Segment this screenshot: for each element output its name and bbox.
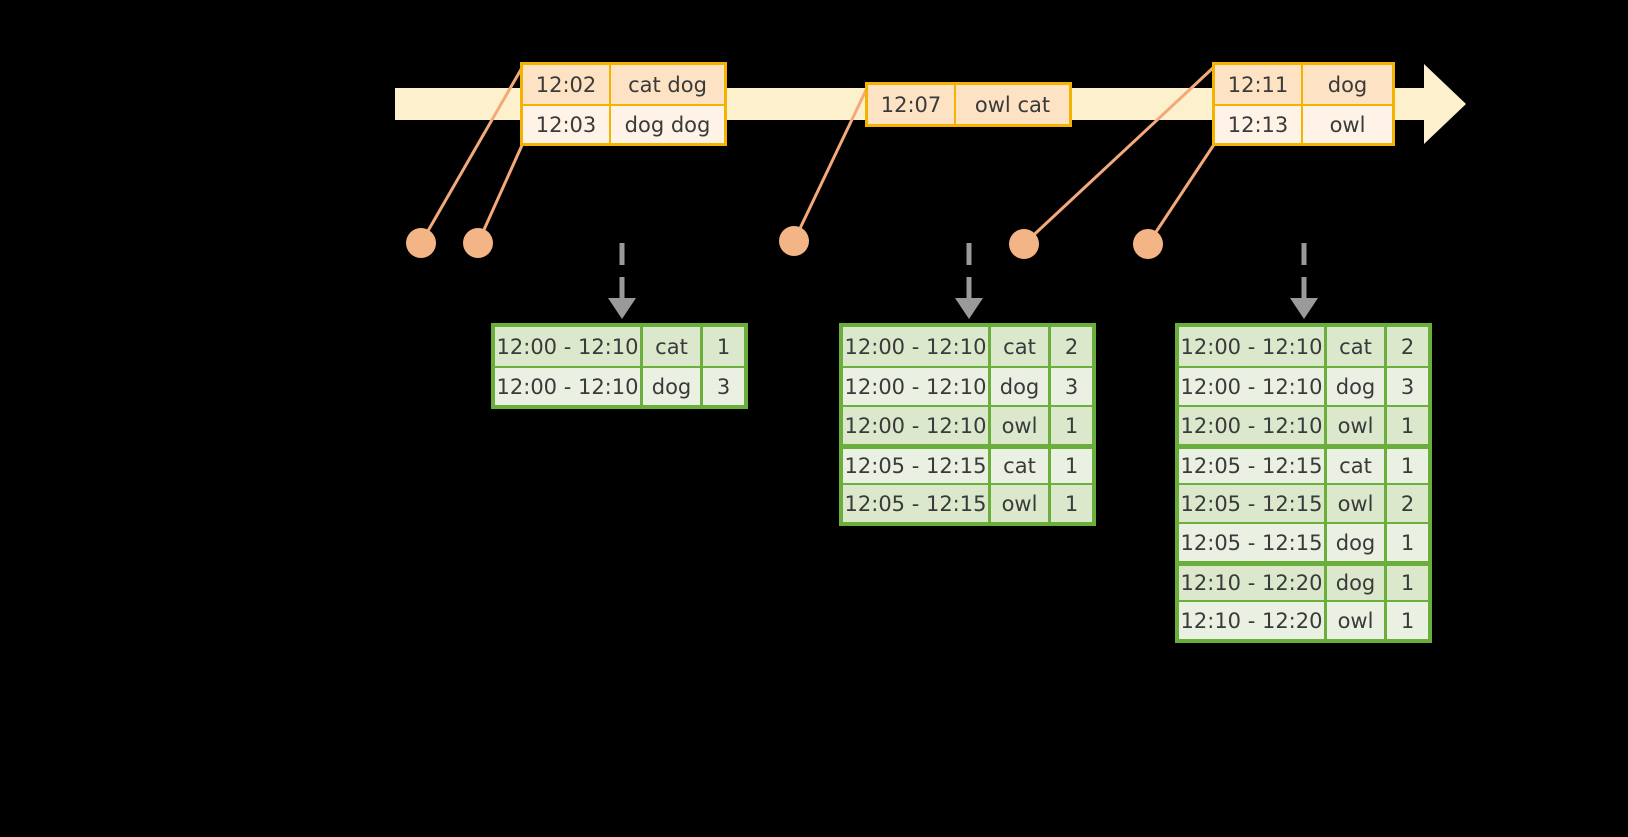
event-dot-12-02 xyxy=(406,228,436,258)
cell-window: 12:00 - 12:10 xyxy=(495,368,643,405)
cell-window: 12:05 - 12:15 xyxy=(843,449,991,483)
cell-key: owl xyxy=(991,407,1051,444)
connector-line-12-13 xyxy=(1146,142,1217,245)
cell-window: 12:00 - 12:10 xyxy=(495,327,643,366)
cell-window: 12:00 - 12:10 xyxy=(843,368,991,405)
cell-window: 12:00 - 12:10 xyxy=(1179,368,1327,405)
cell-window: 12:00 - 12:10 xyxy=(843,327,991,366)
cell-key: owl xyxy=(1327,407,1387,444)
event-dot-12-11 xyxy=(1009,229,1039,259)
event-words: cat dog xyxy=(611,65,724,104)
dashed-arrow-to-table-1 xyxy=(608,243,636,319)
event-dot-12-03 xyxy=(463,228,493,258)
cell-key: dog xyxy=(643,368,703,405)
cell-count: 3 xyxy=(1387,368,1428,405)
cell-window: 12:05 - 12:15 xyxy=(843,485,991,522)
cell-count: 3 xyxy=(703,368,744,405)
cell-key: dog xyxy=(1327,524,1387,561)
cell-count: 2 xyxy=(1387,327,1428,366)
cell-window: 12:00 - 12:10 xyxy=(1179,327,1327,366)
cell-key: owl xyxy=(1327,485,1387,522)
cell-count: 1 xyxy=(1387,524,1428,561)
cell-window: 12:10 - 12:20 xyxy=(1179,566,1327,600)
cell-window: 12:10 - 12:20 xyxy=(1179,602,1327,639)
event-time: 12:11 xyxy=(1215,65,1303,104)
connector-line-12-03 xyxy=(476,142,525,244)
event-time: 12:02 xyxy=(523,65,611,104)
cell-key: cat xyxy=(991,327,1051,366)
event-words: dog dog xyxy=(611,106,724,143)
cell-key: cat xyxy=(1327,449,1387,483)
event-dot-12-07 xyxy=(779,226,809,256)
event-words: dog xyxy=(1303,65,1392,104)
cell-key: owl xyxy=(991,485,1051,522)
cell-key: owl xyxy=(1327,602,1387,639)
cell-window: 12:05 - 12:15 xyxy=(1179,485,1327,522)
cell-key: dog xyxy=(1327,368,1387,405)
event-dot-12-13 xyxy=(1133,229,1163,259)
event-words: owl xyxy=(1303,106,1392,143)
event-words: owl cat xyxy=(956,85,1069,124)
cell-key: cat xyxy=(643,327,703,366)
event-time: 12:13 xyxy=(1215,106,1303,143)
dashed-arrow-to-table-2 xyxy=(955,243,983,319)
cell-key: cat xyxy=(991,449,1051,483)
cell-count: 1 xyxy=(1387,566,1428,600)
cell-window: 12:05 - 12:15 xyxy=(1179,524,1327,561)
event-time: 12:07 xyxy=(868,85,956,124)
cell-count: 1 xyxy=(1051,449,1092,483)
cell-count: 1 xyxy=(1387,602,1428,639)
cell-key: cat xyxy=(1327,327,1387,366)
dashed-arrow-to-table-3 xyxy=(1290,243,1318,319)
event-time: 12:03 xyxy=(523,106,611,143)
cell-count: 1 xyxy=(1387,407,1428,444)
cell-count: 1 xyxy=(1051,407,1092,444)
cell-window: 12:00 - 12:10 xyxy=(1179,407,1327,444)
cell-count: 3 xyxy=(1051,368,1092,405)
cell-count: 1 xyxy=(703,327,744,366)
cell-key: dog xyxy=(1327,566,1387,600)
cell-count: 2 xyxy=(1051,327,1092,366)
cell-count: 1 xyxy=(1051,485,1092,522)
timeline-right-arrow-icon xyxy=(1424,64,1466,144)
cell-count: 1 xyxy=(1387,449,1428,483)
cell-key: dog xyxy=(991,368,1051,405)
cell-count: 2 xyxy=(1387,485,1428,522)
cell-window: 12:00 - 12:10 xyxy=(843,407,991,444)
cell-window: 12:05 - 12:15 xyxy=(1179,449,1327,483)
